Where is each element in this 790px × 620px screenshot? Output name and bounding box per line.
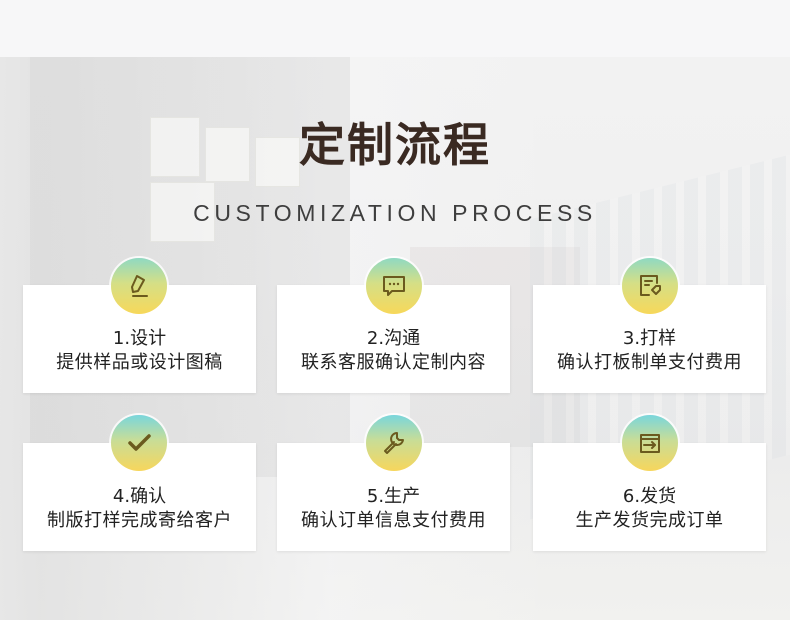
step-description: 提供样品或设计图稿	[56, 352, 223, 373]
wrench-icon	[366, 415, 422, 471]
step-description: 生产发货完成订单	[575, 510, 724, 531]
step-title: 2.沟通	[366, 328, 421, 349]
checkmark-icon	[111, 415, 167, 471]
background-box	[150, 117, 200, 177]
step-description: 确认打板制单支付费用	[557, 352, 742, 373]
page-title: 定制流程	[299, 118, 491, 172]
step-title: 4.确认	[112, 486, 167, 507]
step-title: 3.打样	[622, 328, 677, 349]
step-title: 1.设计	[112, 328, 167, 349]
top-band	[0, 0, 790, 57]
page-subtitle: CUSTOMIZATION PROCESS	[193, 200, 597, 226]
background-box	[205, 127, 250, 182]
pencil-icon	[111, 258, 167, 314]
step-title: 6.发货	[622, 486, 677, 507]
chat-bubble-icon	[366, 258, 422, 314]
step-description: 联系客服确认定制内容	[301, 352, 486, 373]
background-box	[255, 137, 300, 187]
step-title: 5.生产	[366, 486, 421, 507]
step-description: 确认订单信息支付费用	[301, 510, 486, 531]
background-box	[150, 182, 215, 242]
step-description: 制版打样完成寄给客户	[47, 510, 232, 531]
box-arrow-icon	[622, 415, 678, 471]
document-tag-icon	[622, 258, 678, 314]
